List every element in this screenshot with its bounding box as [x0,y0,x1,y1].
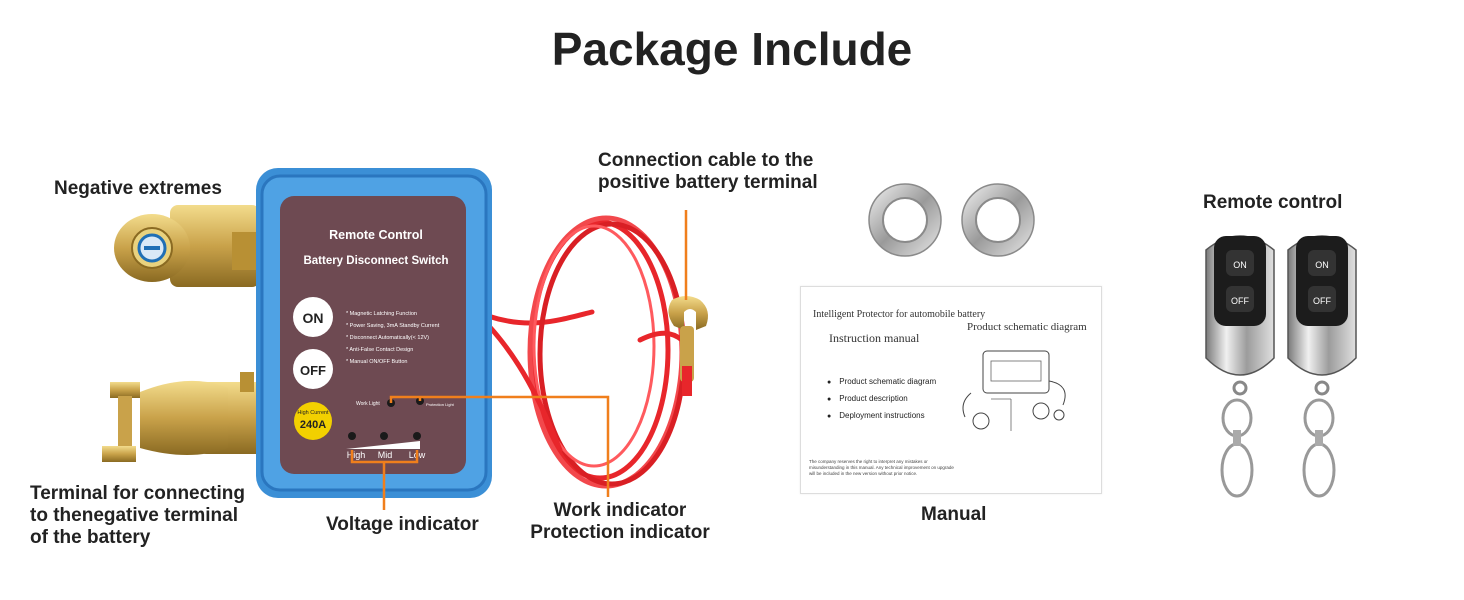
manual-footer: The company reserves the right to interp… [809,459,954,476]
spring-washer-1 [868,183,942,257]
negative-extremes-label: Negative extremes [54,178,222,199]
manual-item: Product description [827,394,936,403]
svg-text:ON: ON [303,310,324,326]
svg-text:240A: 240A [300,419,326,431]
instruction-manual: Intelligent Protector for automobile bat… [800,286,1102,494]
feature-2: * Power Saving, 3mA Standby Current [346,323,440,329]
remote-control-label: Remote control [1203,192,1343,213]
manual-item: Deployment instructions [827,411,936,420]
negative-terminal-clamp [114,205,260,287]
feature-1: * Magnetic Latching Function [346,311,417,317]
device-title-1: Remote Control [329,228,423,242]
level-high: High [347,450,366,460]
high-current-badge: High Current 240A [294,402,332,440]
on-button[interactable]: ON [293,297,333,337]
feature-5: * Manual ON/OFF Button [346,359,407,365]
remote-2-on: ON [1315,260,1329,270]
feature-4: * Anti-False Contact Design [346,347,413,353]
off-button[interactable]: OFF [293,349,333,389]
feature-3: * Disconnect Automatically(< 12V) [346,335,429,341]
manual-subheading: Instruction manual [829,331,920,345]
work-light-text: Work Light [356,401,380,407]
leader-lines [350,210,688,510]
work-indicator-label: Work indicator Protection indicator [530,500,710,543]
manual-heading: Intelligent Protector for automobile bat… [813,309,986,320]
level-wedge [346,441,420,449]
spring-washer-2 [961,183,1035,257]
manual-label: Manual [921,504,987,525]
connection-cable-label: Connection cable to the positive battery… [598,150,818,193]
remote-1-off: OFF [1231,296,1249,306]
page-title: Package Include [551,23,913,75]
protection-light-text: Protection Light [426,402,455,407]
voltage-led-mid [380,432,388,440]
level-mid: Mid [378,450,393,460]
manual-schematic-title: Product schematic diagram [967,321,1087,333]
terminal-label: Terminal for connecting to thenegative t… [30,483,246,548]
voltage-indicator-label: Voltage indicator [326,514,479,535]
remote-control-2: ON OFF [1287,235,1357,498]
manual-contents: Product schematic diagram Product descri… [827,377,936,428]
battery-terminal-clamp [102,372,262,462]
ring-terminal [668,296,708,396]
svg-text:OFF: OFF [300,363,326,378]
device-title-2: Battery Disconnect Switch [303,255,448,267]
voltage-led-low [413,432,421,440]
remote-control-1: ON OFF [1205,235,1275,498]
remote-1-on: ON [1233,260,1247,270]
manual-item: Product schematic diagram [827,377,936,386]
red-cable [485,215,687,489]
manual-schematic-diagram [962,350,1066,431]
voltage-led-high [348,432,356,440]
remote-2-off: OFF [1313,296,1331,306]
svg-text:High Current: High Current [297,410,329,416]
